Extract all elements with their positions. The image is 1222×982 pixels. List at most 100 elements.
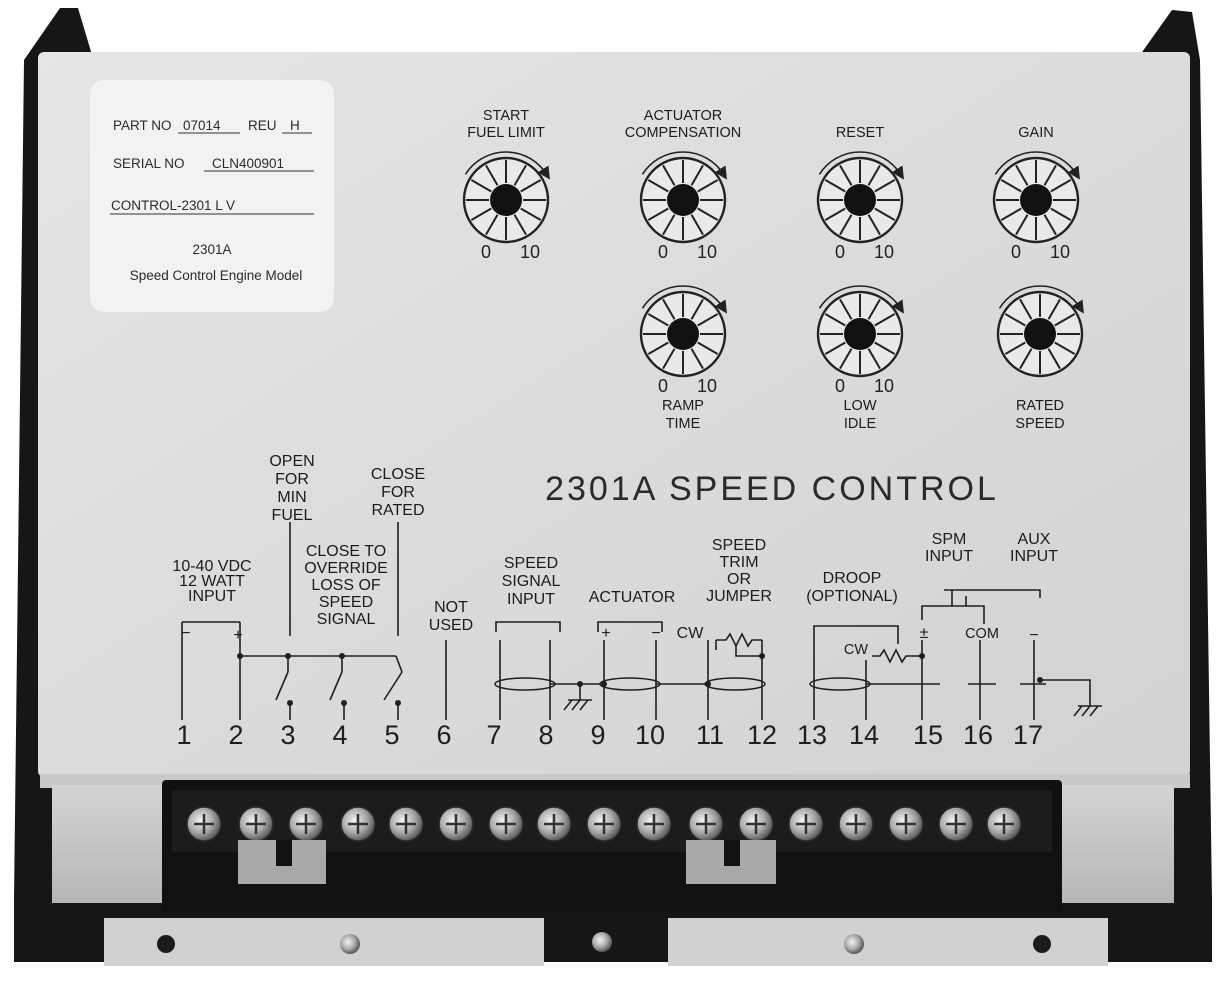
terminal-screw-13[interactable] [788,806,824,842]
dial-max-label: 10 [874,376,894,396]
dial-min-label: 0 [835,242,845,262]
terminal-screw-7[interactable] [488,806,524,842]
terminal-screw-5[interactable] [388,806,424,842]
cw-label-trim: CW [677,625,705,642]
power-input-2: 12 WATT [179,573,245,590]
dial-6[interactable]: LOW IDLE 0 10 [816,285,904,432]
dial-max-label: 10 [697,242,717,262]
part-no: 07014 [183,118,221,133]
dial-max-label: 10 [697,376,717,396]
terminal-number-17: 17 [1013,720,1043,750]
not-used-1: NOT [434,599,468,616]
open-min-fuel-1: OPEN [269,453,314,470]
spm-plusminus: ± [920,625,929,642]
dial-max-label: 10 [1050,242,1070,262]
rev: H [290,118,300,133]
dial-min-label: 0 [835,376,845,396]
terminal-number-13: 13 [797,720,827,750]
mount-screw-2 [592,932,612,952]
terminal-number-9: 9 [590,720,605,750]
terminal-screw-2[interactable] [238,806,274,842]
terminal-number-1: 1 [176,720,191,750]
terminal-screw-4[interactable] [340,806,376,842]
droop-2: (OPTIONAL) [806,588,898,605]
terminal-screws [186,806,1022,842]
dial-caption-2: GAIN [1018,125,1053,141]
terminal-screw-9[interactable] [586,806,622,842]
dial-caption-1: ACTUATOR [644,108,722,124]
power-minus: − [181,625,190,642]
dial-caption-2: RESET [836,125,884,141]
aux-minus: − [1029,627,1038,644]
right-bracket [1056,785,1174,903]
dial-knob[interactable] [844,318,876,350]
override-1: CLOSE TO [306,543,386,560]
terminal-number-10: 10 [635,720,665,750]
actuator-plus: + [601,625,610,642]
override-3: LOSS OF [311,577,381,594]
power-input-3: INPUT [188,588,236,605]
dial-knob[interactable] [1024,318,1056,350]
speed-trim-2: TRIM [719,554,758,571]
unit-title: 2301A SPEED CONTROL [545,470,999,508]
dial-caption-2: COMPENSATION [625,125,742,141]
mount-hole-left [157,935,175,953]
dial-knob[interactable] [1020,184,1052,216]
aux-input-2: INPUT [1010,548,1058,565]
terminal-screw-10[interactable] [636,806,672,842]
dial-caption-2: SPEED [1015,416,1064,432]
dial-caption-1: RATED [1016,398,1064,414]
terminal-screw-14[interactable] [838,806,874,842]
speed-trim-3: OR [727,571,751,588]
power-input-1: 10-40 VDC [172,558,251,575]
terminal-number-15: 15 [913,720,943,750]
part-sticker: PART NO 07014 REU H SERIAL NO CLN400901 … [90,80,334,312]
dial-knob[interactable] [667,184,699,216]
mount-plate-left [104,918,544,966]
dial-knob[interactable] [844,184,876,216]
part-no-label: PART NO [113,118,172,133]
dial-7[interactable]: RATED SPEED [996,285,1084,432]
close-rated-2: FOR [381,484,415,501]
description: Speed Control Engine Model [130,268,303,283]
terminal-screw-6[interactable] [438,806,474,842]
mount-hole-right [1033,935,1051,953]
com-label: COM [965,626,999,642]
dial-caption-1: RAMP [662,398,704,414]
dial-caption-2: IDLE [844,416,877,432]
dial-knob[interactable] [667,318,699,350]
rev-label: REU [248,118,277,133]
override-2: OVERRIDE [304,560,388,577]
terminal-screw-12[interactable] [738,806,774,842]
dial-min-label: 0 [481,242,491,262]
terminal-screw-1[interactable] [186,806,222,842]
speed-trim-4: JUMPER [706,588,772,605]
terminal-screw-15[interactable] [888,806,924,842]
terminal-number-8: 8 [538,720,553,750]
terminal-number-7: 7 [486,720,501,750]
terminal-screw-11[interactable] [688,806,724,842]
actuator-minus: − [651,625,660,642]
terminal-screw-3[interactable] [288,806,324,842]
terminal-screw-17[interactable] [986,806,1022,842]
open-min-fuel-2: FOR [275,471,309,488]
open-min-fuel-4: FUEL [272,507,313,524]
dial-caption-2: FUEL LIMIT [467,125,545,141]
model: 2301A [192,242,231,257]
spm-input-1: SPM [932,531,967,548]
terminal-screw-8[interactable] [536,806,572,842]
droop-1: DROOP [823,570,882,587]
terminal-number-6: 6 [436,720,451,750]
dial-knob[interactable] [490,184,522,216]
dial-caption-1: LOW [843,398,876,414]
terminal-number-12: 12 [747,720,777,750]
terminal-screw-16[interactable] [938,806,974,842]
